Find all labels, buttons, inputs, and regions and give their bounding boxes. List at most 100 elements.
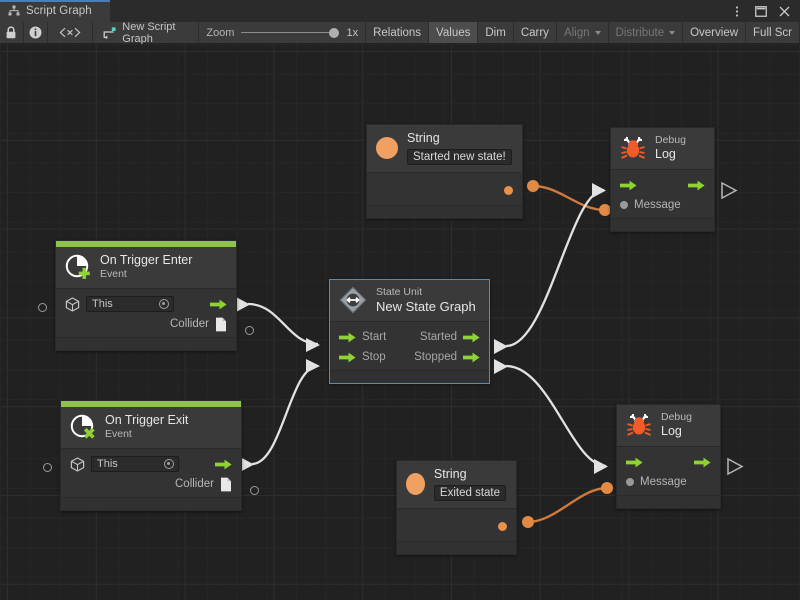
window-buttons — [730, 0, 800, 22]
target-side-port[interactable] — [43, 463, 52, 472]
event-accent-bar — [56, 241, 236, 247]
value-input-port[interactable] — [626, 478, 634, 486]
zoom-label: Zoom — [206, 26, 235, 39]
node-header: Debug Log — [611, 128, 714, 170]
kebab-menu-icon[interactable] — [730, 5, 743, 18]
node-header: Debug Log — [617, 405, 720, 447]
toolbar-button-dim[interactable]: Dim — [478, 22, 514, 43]
node-header-texts: State Unit New State Graph — [376, 286, 476, 314]
node-header-texts: String Started new state! — [407, 131, 512, 165]
target-side-port[interactable] — [38, 303, 47, 312]
toolbar-button-align[interactable]: Align — [556, 22, 609, 43]
port-row-output — [397, 514, 516, 538]
target-input-group[interactable]: This — [65, 296, 174, 312]
start-input-group[interactable]: Start — [339, 331, 386, 343]
code-view-button[interactable] — [48, 22, 94, 43]
target-input-group[interactable]: This — [70, 456, 179, 472]
maximize-icon[interactable] — [754, 5, 767, 18]
node-header-texts: On Trigger Exit Event — [105, 413, 188, 441]
message-input-group[interactable]: Message — [626, 476, 687, 488]
object-picker-icon[interactable] — [159, 299, 169, 309]
graph-hierarchy-icon — [8, 5, 20, 17]
flow-output-arrow-icon[interactable] — [463, 352, 480, 363]
node-string-started[interactable]: String Started new state! — [366, 124, 523, 219]
stop-input-group[interactable]: Stop — [339, 351, 386, 363]
flow-input-arrow-icon[interactable] — [339, 352, 356, 363]
toolbar-button-overview-label: Overview — [690, 26, 739, 39]
port-row-target: This — [61, 454, 241, 474]
toolbar-button-values[interactable]: Values — [429, 22, 479, 43]
node-header: On Trigger Enter Event — [56, 247, 236, 289]
close-icon[interactable] — [778, 5, 791, 18]
graph-name-field[interactable]: New Script Graph — [93, 21, 200, 45]
flow-output-arrow-icon[interactable] — [694, 457, 711, 468]
wire-string-enter-to-log-message — [527, 180, 611, 216]
toolbar-button-relations[interactable]: Relations — [366, 22, 430, 43]
port-row-collider: Collider — [56, 314, 236, 334]
flow-output-stub-top — [721, 181, 738, 200]
title-bar: Script Graph — [0, 0, 800, 22]
toolbar-button-distribute[interactable]: Distribute — [608, 22, 684, 43]
collider-side-port[interactable] — [245, 326, 254, 335]
node-footer — [367, 205, 522, 218]
started-output-group[interactable]: Started — [420, 331, 480, 343]
flow-output-arrow-icon[interactable] — [210, 299, 227, 310]
flow-output-arrow-icon[interactable] — [463, 332, 480, 343]
node-on-trigger-enter[interactable]: On Trigger Enter Event This — [38, 240, 254, 351]
node-footer — [617, 495, 720, 508]
node-subtitle: Debug — [661, 411, 692, 423]
gameobject-cube-icon — [65, 296, 80, 312]
node-state-unit[interactable]: State Unit New State Graph Start — [329, 279, 490, 384]
value-input-port[interactable] — [620, 201, 628, 209]
node-string-exited[interactable]: String Exited state — [396, 460, 517, 555]
value-output-port[interactable] — [498, 521, 507, 531]
node-footer — [56, 337, 236, 350]
flow-output-arrow-icon[interactable] — [688, 180, 705, 191]
port-row-flow — [611, 175, 714, 195]
zoom-slider[interactable] — [241, 27, 340, 39]
flow-output-arrow-icon[interactable] — [215, 459, 232, 470]
flow-output-group[interactable] — [210, 299, 227, 310]
string-value-field[interactable]: Exited state — [433, 485, 506, 501]
lock-button[interactable] — [0, 22, 24, 43]
zoom-slider-knob[interactable] — [329, 27, 340, 38]
target-object-field[interactable]: This — [91, 456, 179, 472]
state-unit-icon — [339, 286, 367, 314]
bug-icon — [620, 136, 646, 160]
titlebar-spacer — [110, 0, 730, 22]
graph-canvas[interactable]: String Started new state! — [0, 44, 800, 600]
flow-input-arrow-icon[interactable] — [620, 180, 637, 191]
event-accent-bar — [61, 401, 241, 407]
stopped-output-group[interactable]: Stopped — [414, 351, 480, 363]
object-picker-icon[interactable] — [164, 459, 174, 469]
tab-script-graph[interactable]: Script Graph — [0, 0, 110, 22]
toolbar-button-carry[interactable]: Carry — [513, 22, 557, 43]
flow-input-arrow-icon[interactable] — [626, 457, 643, 468]
toolbar-button-overview[interactable]: Overview — [683, 22, 747, 43]
message-input-group[interactable]: Message — [620, 199, 681, 211]
chevron-down-icon — [669, 30, 676, 35]
zoom-control[interactable]: Zoom 1x — [199, 22, 367, 43]
collider-output-group[interactable]: Collider — [170, 317, 227, 332]
node-subtitle: Event — [105, 428, 132, 440]
info-icon — [29, 26, 42, 39]
value-output-port[interactable] — [504, 185, 513, 195]
target-object-field[interactable]: This — [86, 296, 174, 312]
node-on-trigger-exit[interactable]: On Trigger Exit Event This — [43, 400, 259, 511]
toolbar-button-fullscreen[interactable]: Full Scr — [746, 22, 800, 43]
string-value-icon — [406, 473, 425, 495]
node-debug-log-top[interactable]: Debug Log — [610, 127, 715, 232]
string-value-field[interactable]: Started new state! — [407, 149, 512, 165]
collider-output-group[interactable]: Collider — [175, 477, 232, 492]
collider-side-port[interactable] — [250, 486, 259, 495]
trigger-exit-icon — [70, 414, 96, 440]
bug-icon — [626, 413, 652, 437]
node-debug-log-bottom[interactable]: Debug Log — [616, 404, 721, 509]
node-body: This Collider — [61, 449, 241, 497]
flow-output-group[interactable] — [215, 459, 232, 470]
toolbar-button-distribute-label: Distribute — [615, 26, 665, 39]
flow-input-arrow-icon[interactable] — [339, 332, 356, 343]
toolbar-button-carry-label: Carry — [520, 26, 549, 39]
info-button[interactable] — [24, 22, 48, 43]
node-subtitle: State Unit — [376, 286, 423, 298]
